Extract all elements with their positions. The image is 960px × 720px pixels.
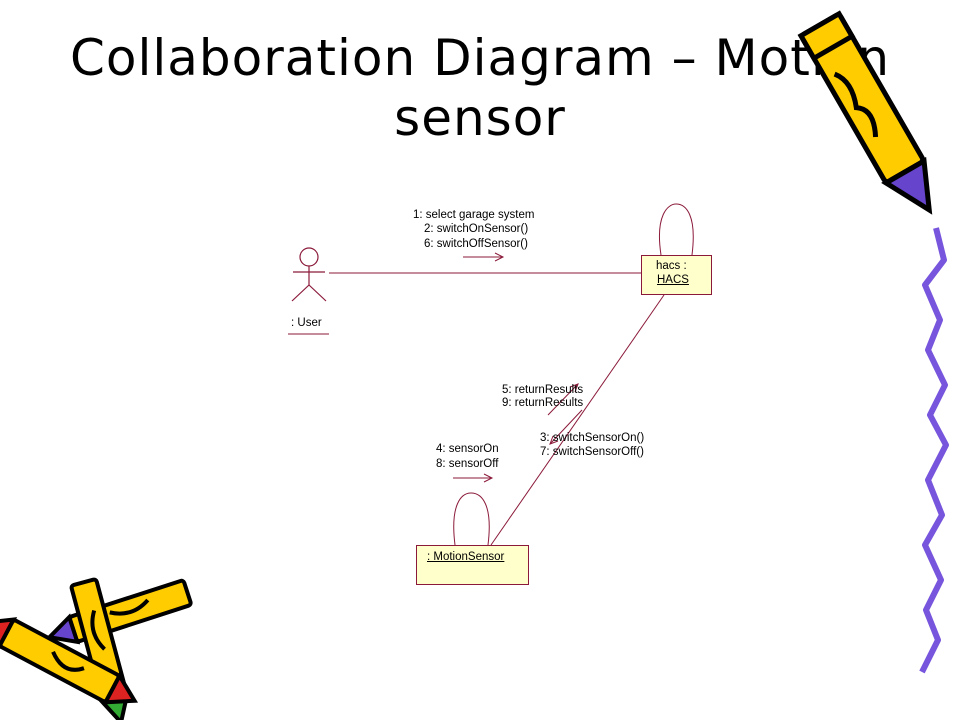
message-label: 2: switchOnSensor(): [424, 223, 529, 235]
actor-label: : User: [291, 317, 322, 329]
hacs-self-loop: [659, 203, 694, 256]
message-label: 1: select garage system: [413, 209, 535, 221]
motion-sensor-object[interactable]: : MotionSensor: [416, 545, 529, 585]
actor-figure: [291, 247, 327, 302]
message-label: 4: sensorOn: [436, 443, 499, 455]
sensor-self-loop: [453, 492, 490, 546]
arrow-hacs-to-sensor: [549, 409, 583, 445]
message-label: 5: returnResults: [502, 384, 584, 396]
arrow-sensor-to-hacs: [547, 383, 579, 416]
message-label: 8: sensorOff: [436, 458, 499, 470]
title-line-2: sensor: [394, 89, 566, 147]
arrow-sensor-self: [453, 473, 494, 483]
link-hacs-sensor: [490, 294, 665, 546]
hacs-object-name: hacs :: [656, 260, 687, 272]
message-label: 7: switchSensorOff(): [540, 446, 644, 458]
message-label: 3: switchSensorOn(): [540, 432, 645, 444]
message-label: 9: returnResults: [502, 397, 584, 409]
motion-sensor-object-name: : MotionSensor: [427, 551, 505, 563]
slide-title: Collaboration Diagram – Motion sensor: [60, 28, 900, 148]
arrow-user-to-hacs: [463, 252, 505, 262]
hacs-object[interactable]: hacs : HACS: [641, 255, 712, 295]
message-label: 6: switchOffSensor(): [424, 238, 528, 250]
title-line-1: Collaboration Diagram – Motion: [69, 29, 891, 87]
hacs-object-class: HACS: [657, 274, 689, 286]
